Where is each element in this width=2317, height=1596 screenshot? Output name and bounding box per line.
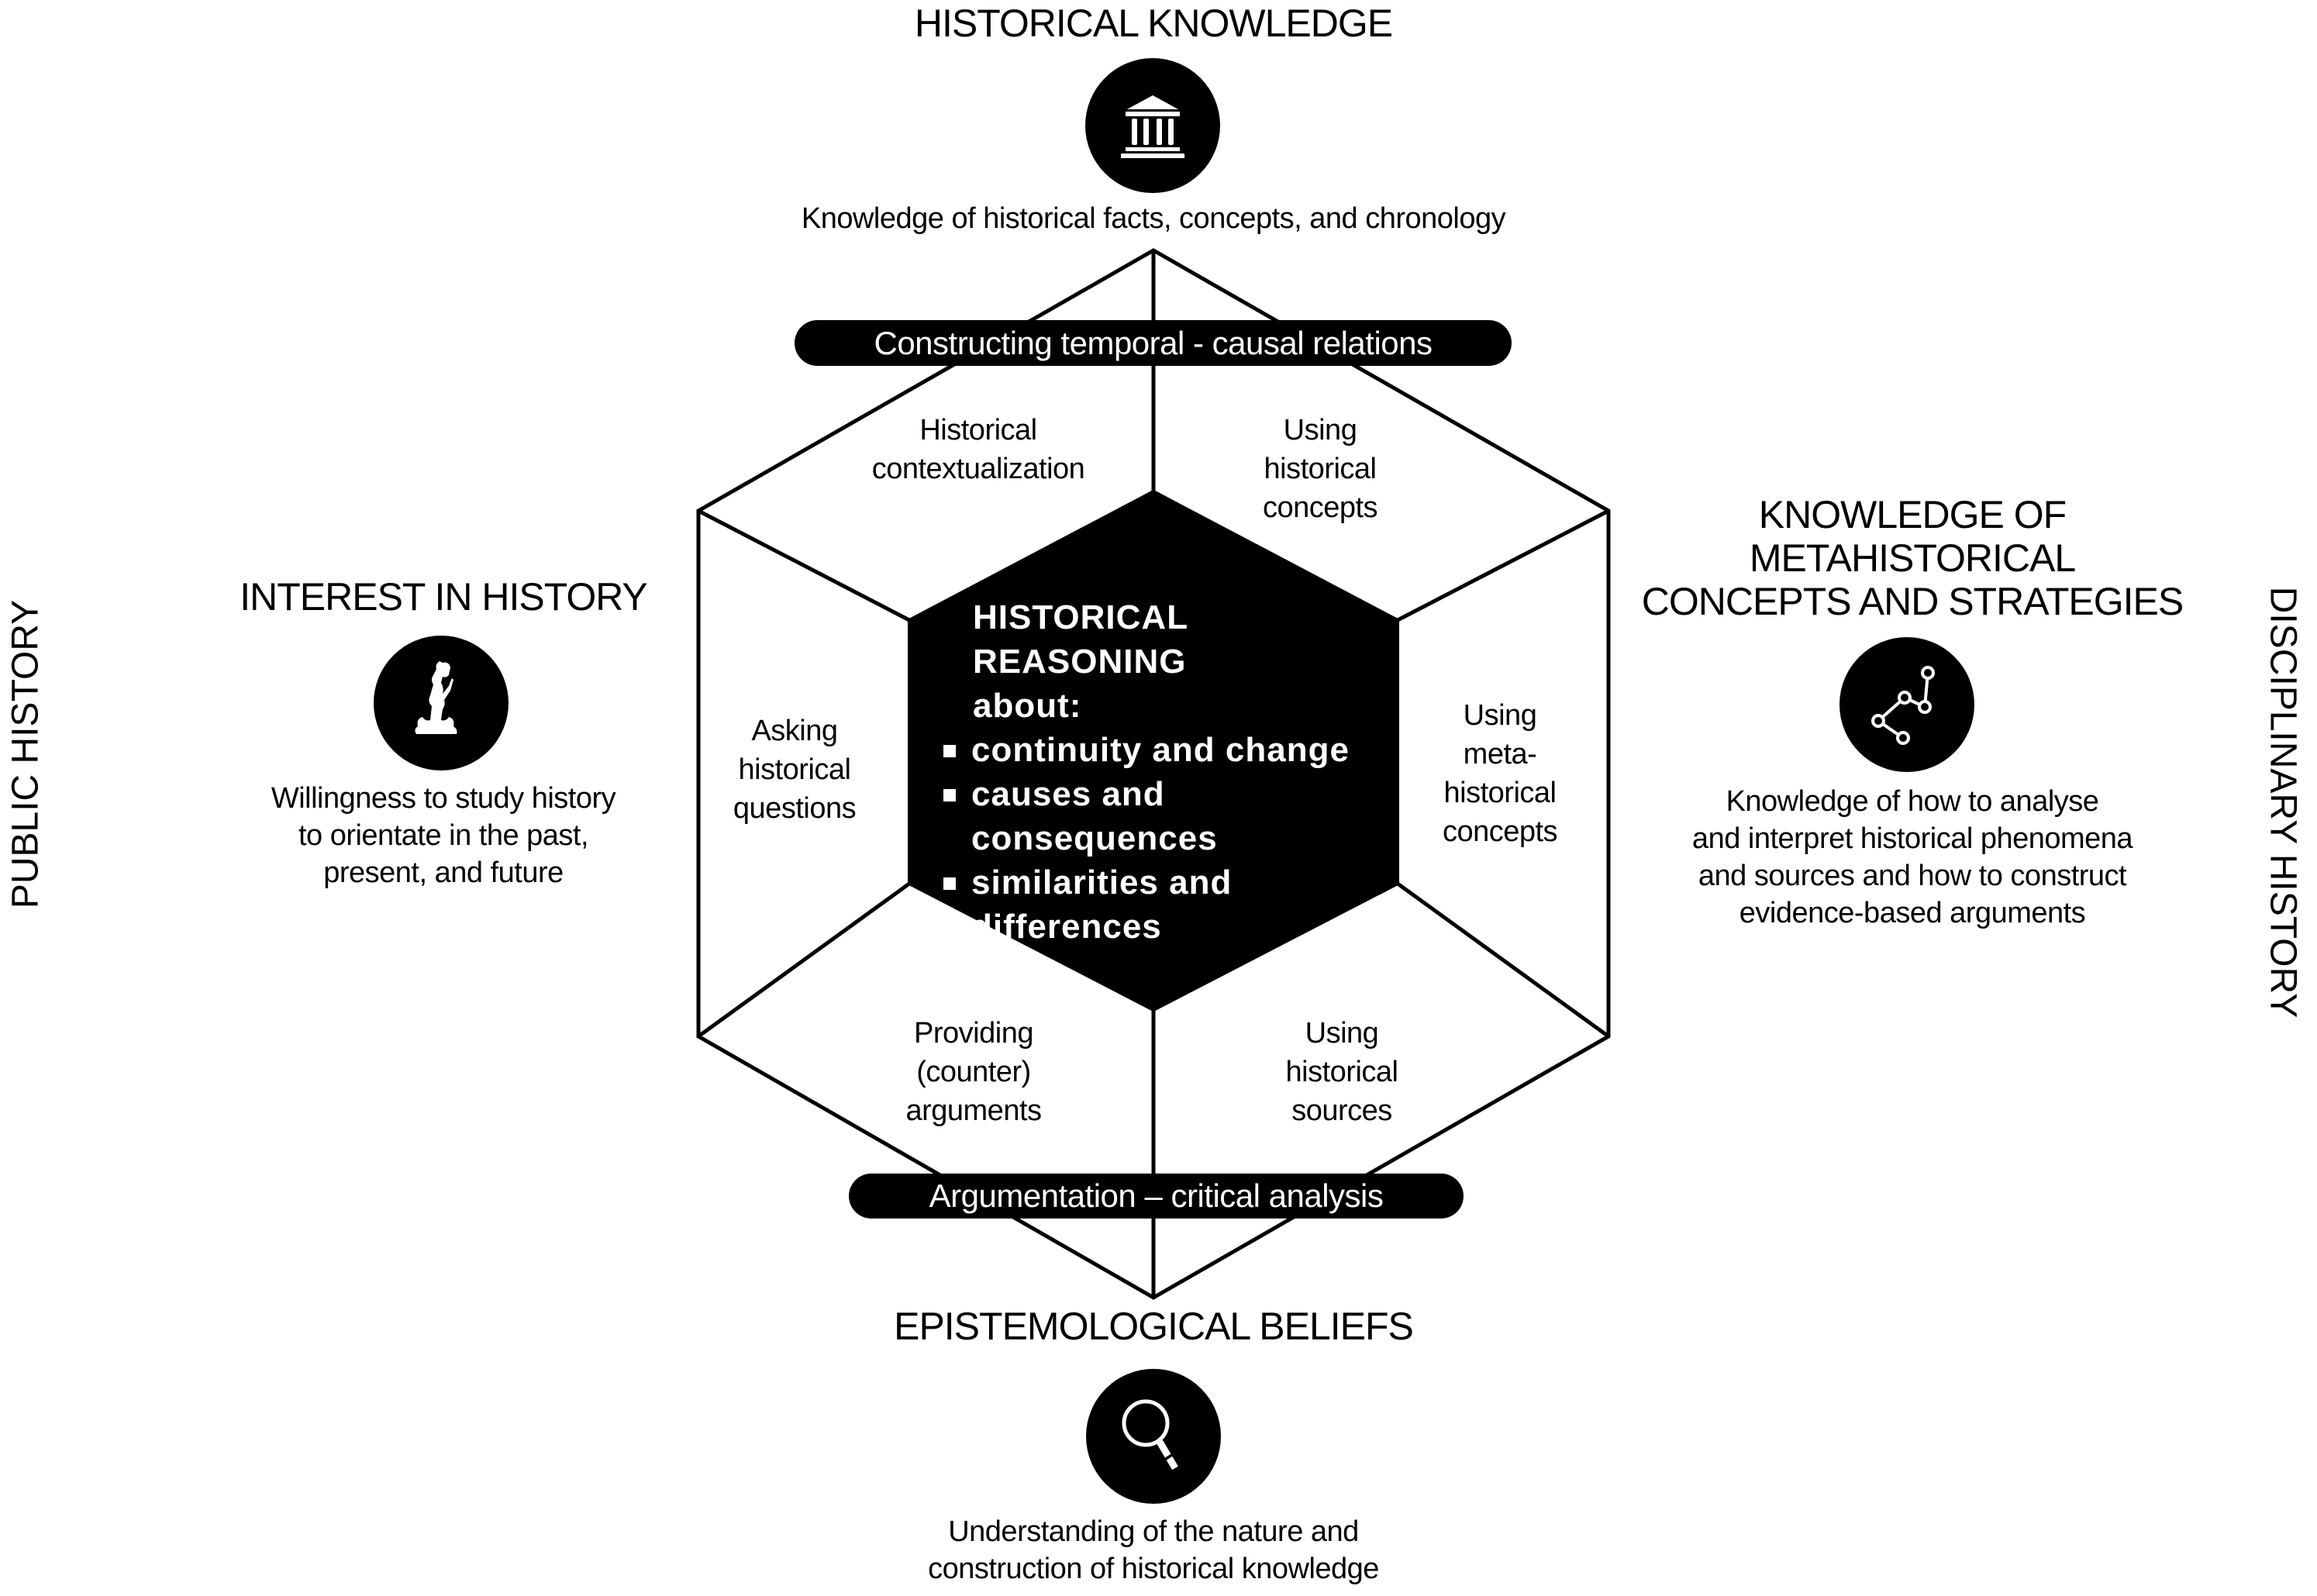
historical-knowledge-heading: HISTORICAL KNOWLEDGE <box>914 2 1393 45</box>
epistemological-beliefs-description: Understanding of the nature and construc… <box>928 1513 1379 1587</box>
metahistorical-badge <box>1839 637 1974 772</box>
historical-knowledge-description: Knowledge of historical facts, concepts,… <box>801 202 1506 235</box>
statue-figure-icon <box>415 661 457 734</box>
spoke-upper-right <box>1396 508 1610 622</box>
segment-using-historical-sources: Using historical sources <box>1286 1014 1398 1130</box>
banner-argumentation: Argumentation – critical analysis <box>849 1174 1464 1219</box>
core-bullet-line: similarities and <box>971 863 1233 901</box>
historical-reasoning-core: HISTORICAL REASONING about: continuity a… <box>943 595 1350 949</box>
segment-historical-contextualization: Historical contextualization <box>872 411 1085 488</box>
spoke-lower-right <box>1396 881 1610 1039</box>
core-bullet-line: consequences <box>971 819 1218 857</box>
description-line: Understanding of the nature and <box>948 1515 1359 1548</box>
spoke-upper-left <box>697 508 911 622</box>
heading-line: KNOWLEDGE OF <box>1758 493 2067 536</box>
magnifying-glass-icon <box>1122 1399 1178 1470</box>
segment-line: historical <box>1285 1056 1398 1088</box>
banner-temporal-causal: Constructing temporal - causal relations <box>795 320 1512 366</box>
epistemological-beliefs-heading: EPISTEMOLOGICAL BELIEFS <box>894 1305 1414 1348</box>
description-line: Willingness to study history <box>271 782 616 815</box>
core-title-line: REASONING <box>973 643 1187 681</box>
core-bullet-line: continuity and change <box>971 731 1350 769</box>
segment-line: Asking <box>751 715 838 747</box>
description-line: present, and future <box>323 857 564 889</box>
metahistorical-description: Knowledge of how to analyse and interpre… <box>1692 783 2133 932</box>
description-line: and sources and how to construct <box>1698 860 2127 892</box>
core-bullet-line: differences <box>971 908 1162 946</box>
segment-line: historical <box>1443 777 1557 809</box>
description-line: and interpret historical phenomena <box>1691 822 2133 855</box>
metahistorical-heading: KNOWLEDGE OF METAHISTORICAL CONCEPTS AND… <box>1641 493 2184 623</box>
segment-line: Using <box>1283 414 1357 446</box>
core-bullet-item: continuity and change <box>943 728 1350 772</box>
segment-line: Using <box>1463 699 1537 732</box>
segment-line: Historical <box>919 414 1037 446</box>
segment-line: concepts <box>1262 491 1378 524</box>
segment-line: contextualization <box>871 453 1085 485</box>
segment-using-historical-concepts: Using historical concepts <box>1262 411 1378 527</box>
segment-asking-historical-questions: Asking historical questions <box>733 712 857 828</box>
interest-in-history-heading: INTEREST IN HISTORY <box>240 575 648 619</box>
segment-line: (counter) <box>916 1056 1031 1088</box>
segment-providing-counter-arguments: Providing (counter) arguments <box>905 1014 1042 1130</box>
segment-line: arguments <box>905 1094 1042 1127</box>
core-bullet-item: causes and consequences <box>943 772 1350 860</box>
segment-line: questions <box>733 792 857 825</box>
segment-line: sources <box>1291 1094 1392 1127</box>
segment-line: Providing <box>914 1017 1033 1050</box>
epistemological-beliefs-badge <box>1086 1369 1221 1504</box>
heading-line: METAHISTORICAL <box>1749 536 2076 580</box>
core-title-line: HISTORICAL <box>973 598 1189 636</box>
bullet-square-icon <box>943 789 956 801</box>
segment-line: meta- <box>1463 738 1537 770</box>
inner-hexagon <box>908 489 1399 1012</box>
segment-line: Using <box>1305 1017 1379 1050</box>
core-bullet-line: causes and <box>971 775 1165 813</box>
museum-building-icon <box>1121 95 1184 158</box>
interest-in-history-description: Willingness to study history to orientat… <box>271 780 616 891</box>
segment-using-metahistorical-concepts: Using meta- historical concepts <box>1442 696 1558 851</box>
description-line: to orientate in the past, <box>298 819 589 852</box>
historical-knowledge-badge <box>1085 58 1220 193</box>
segment-line: historical <box>738 753 851 786</box>
segment-line: historical <box>1264 453 1377 485</box>
heading-line: CONCEPTS AND STRATEGIES <box>1641 580 2184 623</box>
disciplinary-history-label: DISCIPLINARY HISTORY <box>2262 586 2304 1019</box>
description-line: Knowledge of how to analyse <box>1726 785 2099 818</box>
public-history-label: PUBLIC HISTORY <box>5 599 47 909</box>
description-line: construction of historical knowledge <box>928 1553 1379 1585</box>
spoke-lower-left <box>697 881 911 1039</box>
core-bullet-item: similarities and differences <box>943 860 1350 949</box>
bullet-square-icon <box>943 745 956 757</box>
segment-line: concepts <box>1442 815 1558 848</box>
connected-nodes-icon <box>1871 666 1935 745</box>
bullet-square-icon <box>943 877 956 890</box>
core-title-line: about: <box>973 687 1082 725</box>
interest-in-history-badge <box>374 636 509 770</box>
description-line: evidence-based arguments <box>1739 897 2086 929</box>
